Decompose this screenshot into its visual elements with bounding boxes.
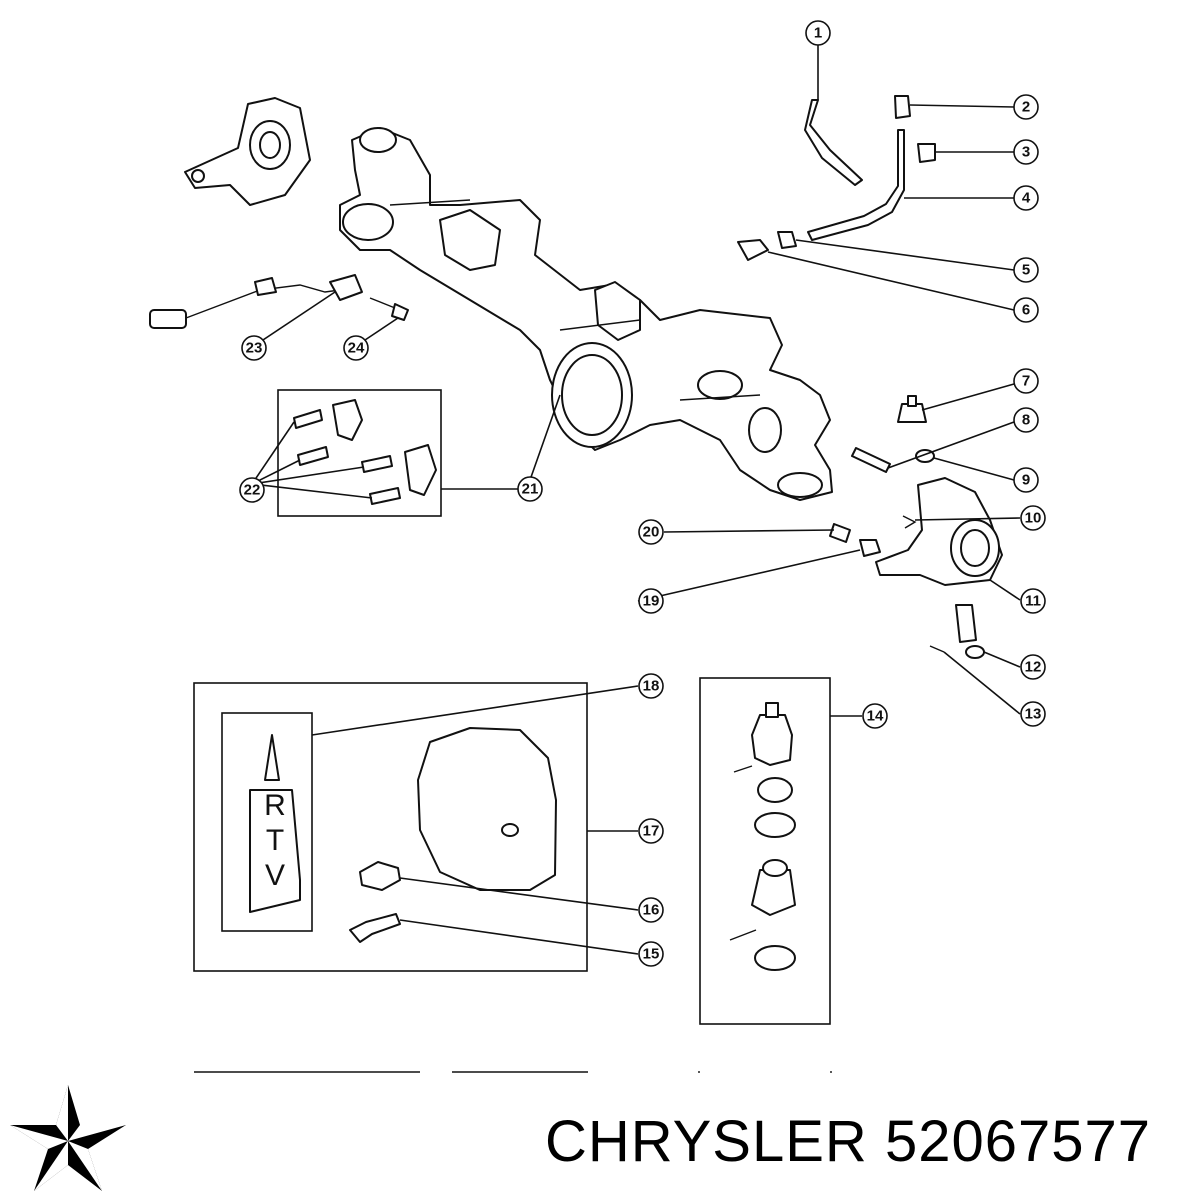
vent-tube [737,95,936,261]
svg-text:9: 9 [1022,472,1030,489]
vent-hose [804,99,863,186]
callout-11: 11 [1020,588,1046,614]
svg-text:16: 16 [643,902,660,919]
svg-text:10: 10 [1025,510,1042,527]
callout-2: 2 [1013,94,1039,120]
callout-12: 12 [1020,654,1046,680]
svg-text:13: 13 [1025,706,1042,723]
svg-text:5: 5 [1022,262,1030,279]
svg-text:23: 23 [246,340,263,357]
axle-housing [339,127,833,501]
callout-24: 24 [343,335,369,361]
bracket-kit-parts [293,399,437,505]
rtv-inset-frame [221,712,313,932]
svg-text:7: 7 [1022,373,1030,390]
svg-text:4: 4 [1022,190,1031,207]
callout-14: 14 [862,703,888,729]
callout-4: 4 [1013,185,1039,211]
svg-text:1: 1 [814,25,822,42]
upper-ball-joint [897,395,927,423]
callout-5: 5 [1013,257,1039,283]
brand-caption: CHRYSLER 52067577 [545,1108,1151,1175]
callout-9: 9 [1013,467,1039,493]
svg-text:6: 6 [1022,302,1030,319]
callout-10: 10 [1020,505,1046,531]
differential-cover [417,727,557,891]
fill-plug [359,861,401,891]
steering-knuckle-left [184,97,311,206]
adjusting-bolt [851,447,891,473]
svg-text:12: 12 [1025,659,1042,676]
callout-1: 1 [805,20,831,46]
cotter-pin-10 [902,515,917,529]
abs-sensor [149,274,363,329]
callout-17: 17 [638,818,664,844]
bracket-kit-frame [277,389,442,517]
callout-7: 7 [1013,368,1039,394]
brand-name: CHRYSLER [545,1109,868,1174]
svg-text:3: 3 [1022,144,1030,161]
bolt-20 [829,523,851,543]
svg-text:20: 20 [643,524,660,541]
castle-nut-12 [965,645,985,659]
rtv-letter-r: R [264,789,286,822]
cover-bolt [349,913,401,943]
pentastar-logo-icon [10,1085,126,1191]
lower-ball-joint [955,604,977,643]
callout-3: 3 [1013,139,1039,165]
callout-13: 13 [1020,701,1046,727]
callout-19: 19 [638,588,664,614]
svg-text:2: 2 [1022,99,1030,116]
cover-kit-frame [193,682,588,972]
callout-18: 18 [638,673,664,699]
svg-text:18: 18 [643,678,660,695]
cotter-pin-13 [929,645,945,653]
rtv-letter-v: V [265,859,285,892]
sensor-bolt [369,297,409,321]
svg-text:8: 8 [1022,412,1030,429]
callout-20: 20 [638,519,664,545]
svg-text:22: 22 [244,482,261,499]
rtv-letter-t: T [266,824,284,857]
svg-text:19: 19 [643,593,660,610]
nut-19 [859,539,881,557]
callout-8: 8 [1013,407,1039,433]
callout-16: 16 [638,897,664,923]
callout-15: 15 [638,941,664,967]
svg-text:14: 14 [867,708,884,725]
callout-22: 22 [239,477,265,503]
callout-23: 23 [241,335,267,361]
svg-text:11: 11 [1025,593,1041,610]
svg-text:17: 17 [643,823,660,840]
ball-joint-kit-frame [699,677,831,1025]
svg-text:15: 15 [643,946,660,963]
leader-lines [251,45,1021,955]
rtv-tube: R T V [249,734,301,913]
svg-text:24: 24 [348,340,365,357]
callout-21: 21 [517,476,543,502]
part-number: 52067577 [884,1109,1151,1174]
steering-knuckle-right [875,477,1003,586]
ball-joint-kit-parts [729,702,796,971]
callout-6: 6 [1013,297,1039,323]
svg-text:21: 21 [522,481,539,498]
